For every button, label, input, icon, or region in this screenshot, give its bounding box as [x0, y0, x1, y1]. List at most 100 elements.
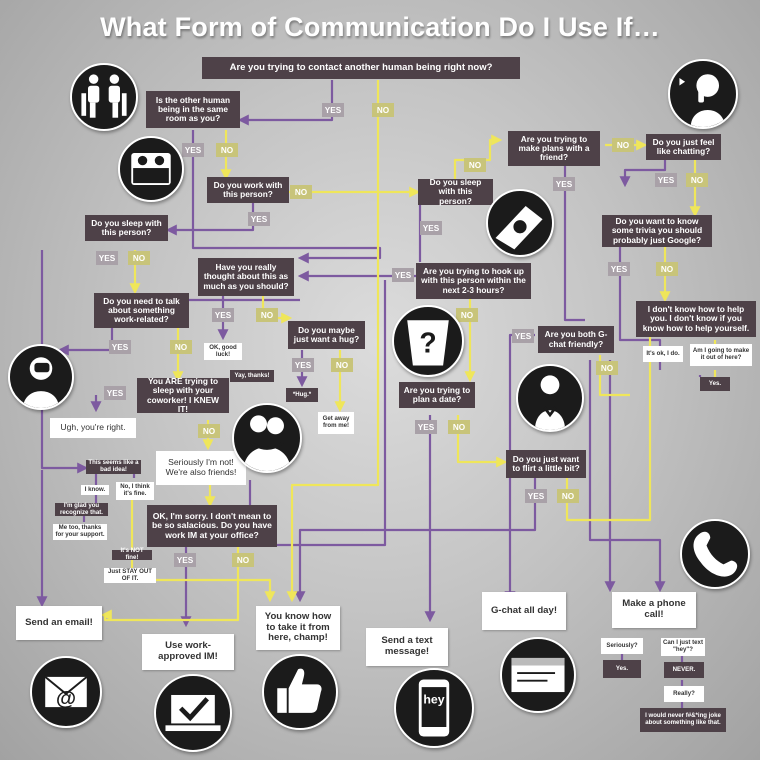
question-salacious: OK, I'm sorry. I don't mean to be so sal… [147, 505, 277, 547]
tag-no-same-room: NO [216, 143, 238, 157]
thumbs-up-icon [262, 654, 338, 730]
reply-its-ok-i-do: It's ok, I do. [643, 346, 683, 362]
reply-yes-phone: Yes. [603, 660, 641, 678]
tag-yes-trivia: YES [608, 262, 630, 276]
path-work-with-yes [165, 202, 255, 236]
tag-no-make-plans: NO [612, 138, 634, 152]
tag-no-hug: NO [331, 358, 353, 372]
person-covering-face-icon [8, 344, 74, 410]
path-flirt-yes [294, 475, 537, 603]
path-sleep-center-no [453, 134, 503, 185]
path-flirt-no [565, 324, 652, 522]
reply-ugh-right: Ugh, you're right. [50, 418, 136, 438]
reply-bad-idea: This seems like a bad idea! [86, 459, 141, 474]
svg-text:@: @ [56, 687, 76, 710]
path-work-related-yes [57, 325, 114, 356]
tag-yes-hug: YES [292, 358, 314, 372]
question-sleep-center: Do you sleep with this person? [418, 177, 493, 205]
tag-no-hookup: NO [456, 308, 478, 322]
question-sleep-left: Do you sleep with this person? [85, 215, 168, 241]
path-flirt-phone [588, 360, 666, 593]
reply-i-know: I know. [81, 485, 109, 495]
phone-screen-text: hey [423, 692, 444, 706]
tag-yes-make-plans: YES [553, 177, 575, 191]
question-want-hug: Do you maybe just want a hug? [288, 321, 365, 349]
question-work-related: Do you need to talk about something work… [94, 293, 189, 328]
outcome-text-message: Send a text message! [366, 628, 448, 666]
two-people-sitting-icon [70, 63, 138, 131]
wrist-watch-icon [486, 189, 554, 257]
reply-never: NEVER. [664, 662, 704, 678]
question-chatting: Do you just feel like chatting? [646, 134, 721, 160]
shy-person-icon [516, 364, 584, 432]
path-same-room-yes [191, 130, 382, 264]
reply-ok-good-luck: OK, good luck! [204, 343, 242, 360]
tag-yes-sleep-center: YES [420, 221, 442, 235]
reply-seriously-friends: Seriously I'm not! We're also friends! [156, 451, 246, 485]
tag-yes-chatting: YES [655, 173, 677, 187]
path-sleep-left-yes [40, 250, 89, 474]
tag-no-coworker: NO [198, 424, 220, 438]
question-sleep-coworker: You ARE trying to sleep with your cowork… [137, 376, 229, 413]
reply-its-not-fine: It's NOT fine! [112, 547, 152, 561]
tag-yes-work-related: YES [109, 340, 131, 354]
question-contact-human: Are you trying to contact another human … [202, 57, 520, 79]
question-thought-enough: Have you really thought about this as mu… [198, 258, 294, 296]
tag-yes-salacious: YES [174, 553, 196, 567]
chat-window-icon [500, 637, 576, 713]
outcome-work-im: Use work-approved IM! [142, 634, 234, 670]
outcome-send-email: Send an email! [16, 606, 102, 640]
email-at-sign-icon: @ [30, 656, 102, 728]
tag-yes-work-with: YES [248, 212, 270, 226]
reply-get-away: Get away from me! [318, 412, 354, 434]
tag-yes-thought: YES [212, 308, 234, 322]
question-same-room: Is the other human being in the same roo… [146, 91, 240, 128]
tag-no-work-related: NO [170, 340, 192, 354]
tag-yes-coworker: YES [104, 386, 126, 400]
question-make-plans: Are you trying to make plans with a frie… [508, 131, 600, 166]
path-human-yes [237, 80, 334, 126]
tag-yes-gchat: YES [512, 329, 534, 343]
tag-no-human: NO [372, 103, 394, 117]
tag-yes-flirt: YES [525, 489, 547, 503]
page-title: What Form of Communication Do I Use If… [100, 12, 660, 42]
svg-text:?: ? [419, 327, 436, 359]
question-trivia: Do you want to know some trivia you shou… [602, 215, 712, 247]
person-talking-phone-icon [668, 59, 738, 129]
question-hookup: Are you trying to hook up with this pers… [416, 263, 531, 299]
tag-no-chatting: NO [686, 173, 708, 187]
tag-yes-sleep-left: YES [96, 251, 118, 265]
question-flirt: Do you just want to flirt a little bit? [506, 450, 586, 478]
telephone-handset-icon [680, 519, 750, 589]
tag-yes-same-room: YES [182, 143, 204, 157]
path-work-im-no [100, 545, 240, 622]
outcome-gchat-all-day: G-chat all day! [482, 592, 566, 630]
tag-no-sleep-center: NO [464, 158, 486, 172]
tag-no-gchat: NO [596, 361, 618, 375]
reply-am-i-going: Am I going to make it out of here? [690, 344, 752, 366]
tag-no-thought: NO [256, 308, 278, 322]
reply-really: Really? [664, 686, 704, 702]
reply-yay-thanks: Yay, thanks! [230, 370, 274, 382]
reply-me-too: Me too, thanks for your support. [53, 524, 107, 540]
reply-hug: *Hug.* [286, 388, 318, 402]
smartphone-hey-icon: hey [394, 668, 474, 748]
question-plan-date: Are you trying to plan a date? [399, 382, 475, 408]
couple-in-bed-icon [118, 136, 184, 202]
laptop-checkmark-icon [154, 674, 232, 752]
path-human-no [286, 80, 380, 603]
tag-no-date: NO [448, 420, 470, 434]
reply-seriously-q: Seriously? [601, 638, 643, 654]
reply-stay-out: Just STAY OUT OF IT. [104, 568, 156, 583]
question-work-with: Do you work with this person? [207, 177, 289, 203]
tag-no-flirt: NO [557, 489, 579, 503]
reply-glad-recognize: I'm glad you recognize that. [55, 502, 108, 516]
reply-can-i-text: Can I just text "hey"? [661, 638, 705, 656]
question-help-yourself: I don't know how to help you. I don't kn… [636, 301, 756, 337]
tag-yes-hookup: YES [392, 268, 414, 282]
path-chatting-yes [619, 160, 667, 188]
outcome-take-it-from-here: You know how to take it from here, champ… [256, 606, 340, 650]
outcome-phone-call: Make a phone call! [612, 592, 696, 628]
path-make-plans-yes [563, 160, 585, 322]
tag-no-salacious: NO [232, 553, 254, 567]
